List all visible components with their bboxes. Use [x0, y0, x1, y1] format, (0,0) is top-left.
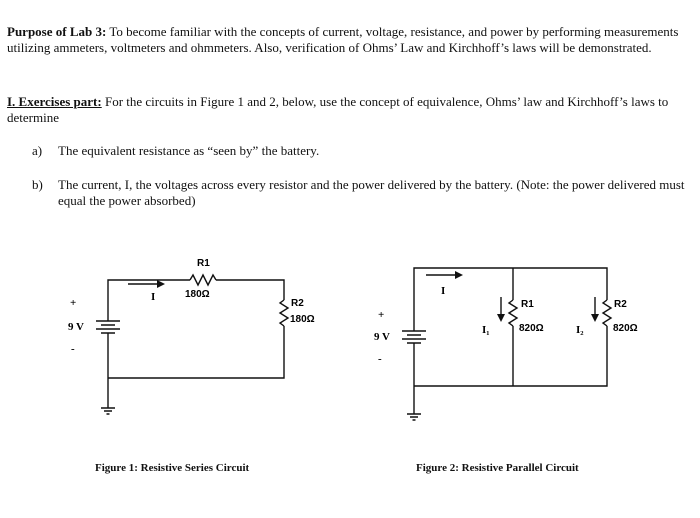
fig2-battery-voltage: 9 V: [374, 331, 390, 343]
fig1-r2-resistor: [278, 299, 290, 327]
fig2-battery-minus: -: [378, 353, 382, 365]
fig2-current-arrowhead: [455, 271, 463, 279]
figure2-caption: Figure 2: Resistive Parallel Circuit: [416, 462, 579, 474]
fig1-battery-plus: +: [70, 297, 76, 309]
fig1-top-wire-left: [107, 279, 190, 287]
fig1-r1-name: R1: [197, 258, 210, 269]
fig2-r2-resistor: [601, 299, 613, 327]
list-item-text: The current, I, the voltages across ever…: [58, 177, 685, 208]
fig1-r2-value: 180Ω: [290, 314, 315, 325]
fig2-r2-name: R2: [614, 299, 627, 310]
fig2-i2-label: I₂: [576, 324, 584, 336]
fig1-current-label: I: [151, 291, 155, 303]
fig1-top-wire-right: [216, 279, 285, 300]
fig2-bottom-wire: [414, 326, 608, 387]
exercises-heading: I. Exercises part:: [7, 94, 102, 109]
fig2-battery-plus: +: [378, 309, 384, 321]
fig2-r2-value: 820Ω: [613, 323, 638, 334]
fig2-i1-label: I₁: [482, 324, 490, 336]
fig2-r1-value: 820Ω: [519, 323, 544, 334]
fig1-battery-minus: -: [71, 343, 75, 355]
fig1-battery-voltage: 9 V: [68, 321, 84, 333]
fig2-battery-plates: [402, 330, 426, 344]
fig1-right-bottom-wire: [108, 326, 285, 379]
list-item-a: a) The equivalent resistance as “seen by…: [0, 143, 700, 159]
fig1-current-arrowhead: [157, 280, 165, 288]
fig1-ground-icon: [101, 407, 115, 415]
fig1-r2-name: R2: [291, 298, 304, 309]
fig2-top-wire: [413, 267, 608, 300]
fig2-i1-arrowhead: [497, 314, 505, 322]
purpose-lead: Purpose of Lab 3:: [7, 24, 107, 39]
list-item-b: b) The current, I, the voltages across e…: [0, 177, 700, 209]
exercises-paragraph: I. Exercises part: For the circuits in F…: [7, 94, 693, 126]
figure1-circuit: [96, 273, 290, 415]
fig2-r1-resistor: [507, 299, 519, 327]
fig2-r1-name: R1: [521, 299, 534, 310]
purpose-text: To become familiar with the concepts of …: [7, 24, 679, 55]
purpose-paragraph: Purpose of Lab 3: To become familiar wit…: [7, 24, 693, 56]
fig1-battery-plates: [96, 320, 120, 334]
list-item-label: b): [32, 177, 43, 192]
fig2-current-label: I: [441, 285, 445, 297]
fig1-r1-value: 180Ω: [185, 289, 210, 300]
exercises-text: For the circuits in Figure 1 and 2, belo…: [7, 94, 669, 125]
fig2-ground-icon: [407, 413, 421, 421]
figure1-caption: Figure 1: Resistive Series Circuit: [95, 462, 250, 474]
figure2-circuit: [402, 267, 613, 421]
list-item-label: a): [32, 143, 43, 158]
fig2-i2-arrowhead: [591, 314, 599, 322]
list-item-text: The equivalent resistance as “seen by” t…: [58, 143, 320, 158]
fig1-r1-resistor: [189, 273, 217, 287]
